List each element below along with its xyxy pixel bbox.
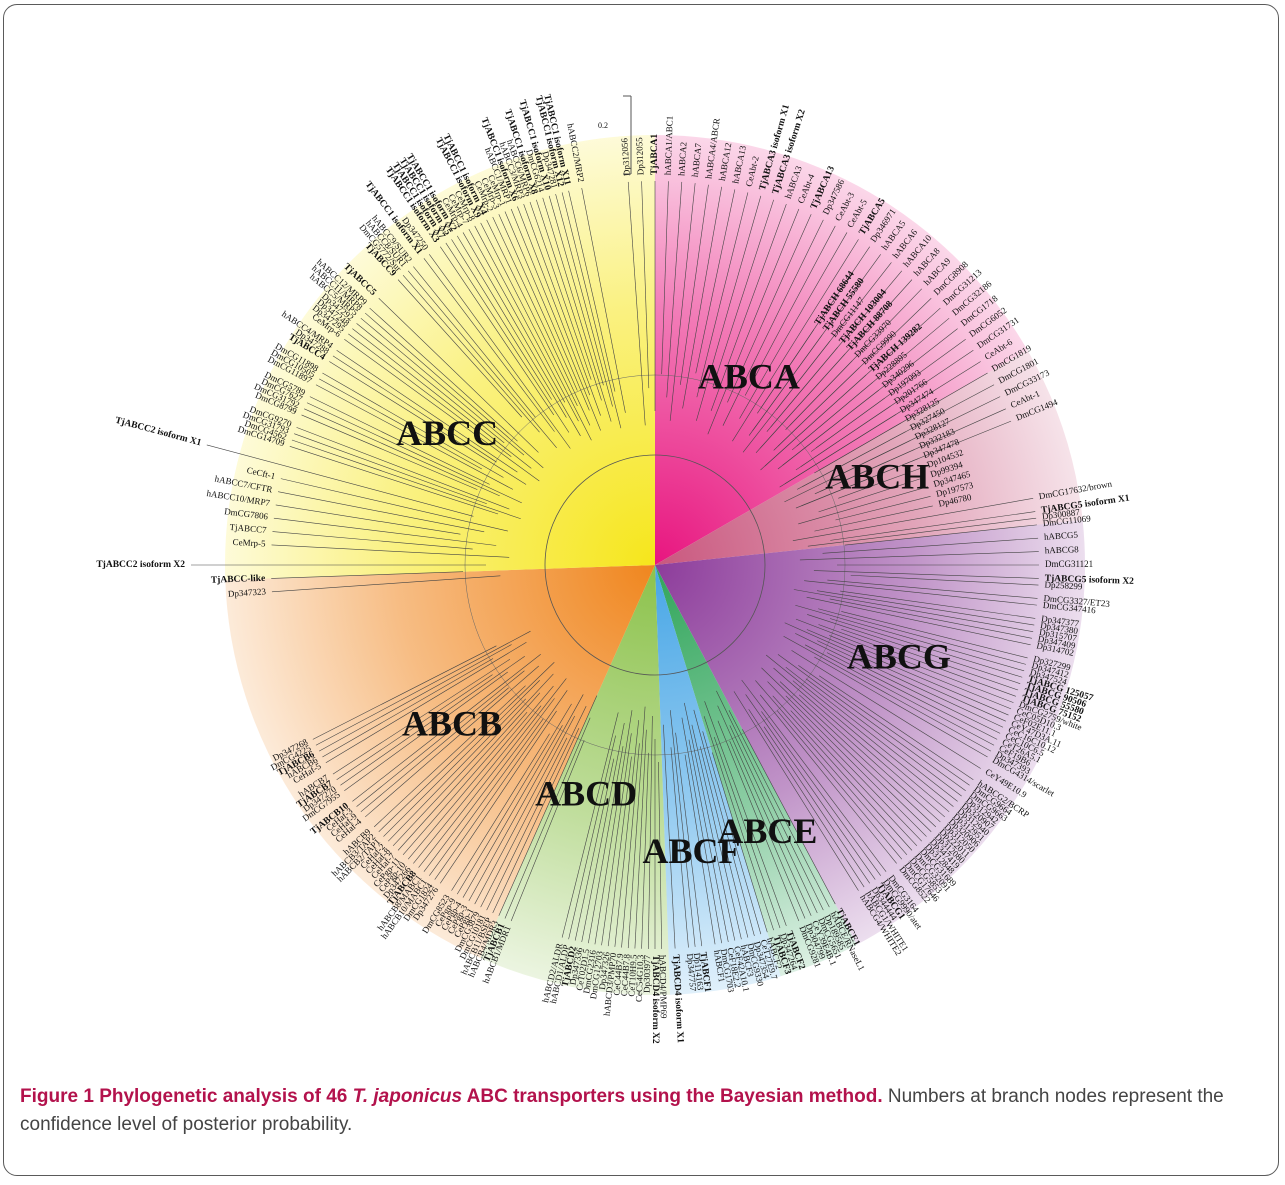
leaf-label: Dp114163	[692, 952, 706, 991]
clade-wedge-abcd	[480, 565, 671, 995]
leaf-label: TjABCA1	[650, 134, 660, 175]
leaf-label: Dp312056	[619, 137, 632, 176]
leaf-label: hABCG5	[1044, 529, 1079, 541]
leaf-label: CeC54G10.3	[634, 954, 646, 1002]
leaf-label: Dp347326	[597, 951, 612, 990]
clade-label-abcf: ABCF	[643, 831, 741, 871]
clade-wedge-abcg	[655, 520, 1085, 945]
tree-branches	[191, 181, 1039, 949]
caption-body: Numbers at branch nodes represent the co…	[20, 1086, 1224, 1135]
caption-title: Figure 1 Phylogenetic analysis of 46 T. …	[20, 1086, 883, 1107]
leaf-label: CeT10H9.5	[626, 954, 638, 997]
clade-wedge-abch	[655, 350, 1083, 565]
leaf-label: TjABCC7	[229, 522, 267, 535]
leaf-label: CeC44B7.9	[611, 953, 625, 996]
leaf-label: TjABCC2 isoform X1	[114, 416, 202, 449]
clade-wedge-abce	[655, 565, 857, 977]
leaf-label: CeC44B7.8	[619, 953, 632, 996]
clade-wedge-abca	[655, 135, 1028, 565]
figure-caption: Figure 1 Phylogenetic analysis of 46 T. …	[20, 1083, 1265, 1139]
scale-bar-label: 0.2	[598, 121, 608, 130]
leaf-label: TjABCD4 isoform X1	[670, 954, 685, 1043]
leaf-label: hABCD4/PMP69	[658, 955, 669, 1019]
leaf-label: CeMrp-5	[232, 537, 266, 549]
leaf-label: Dp347757	[685, 953, 698, 992]
leaf-label: hABCA1/ABC1	[663, 116, 675, 176]
clade-wedges	[225, 135, 1085, 995]
leaf-label: Dp312055	[634, 137, 645, 176]
leaf-label: TjABCF1	[697, 952, 712, 993]
clade-label-abcg: ABCG	[847, 637, 951, 677]
leaf-label: TjABCC2 isoform X2	[96, 560, 185, 570]
clade-label-abcb: ABCB	[402, 703, 502, 743]
leaf-label: hABCA2	[676, 142, 688, 177]
clade-label-abca: ABCA	[698, 356, 800, 396]
leaf-label: TjABCG5 isoform X2	[1045, 574, 1135, 587]
leaf-label: Dp300887	[1041, 507, 1080, 522]
clade-wedge-abcb	[225, 565, 655, 958]
scale-bar: 0.2	[598, 95, 632, 175]
leaf-label: Dp303977	[642, 954, 653, 993]
leaf-label: Dp347323	[228, 586, 267, 599]
leaf-label: DmCG31121	[1045, 559, 1093, 569]
leaf-label: hABCG8	[1045, 544, 1080, 555]
leaf-label: hABCA7	[690, 142, 704, 177]
clade-label-abcc: ABCC	[396, 413, 498, 453]
leaf-label: Dp258299	[1044, 579, 1083, 591]
clade-label-abce: ABCE	[717, 811, 817, 851]
clade-label-abch: ABCH	[825, 456, 929, 496]
leaf-label: TjABCC-like	[211, 574, 266, 586]
clade-wedge-abcf	[655, 565, 781, 995]
leaf-label: TjABCD4 isoform X2	[650, 955, 660, 1044]
clade-label-abcd: ABCD	[535, 773, 637, 813]
